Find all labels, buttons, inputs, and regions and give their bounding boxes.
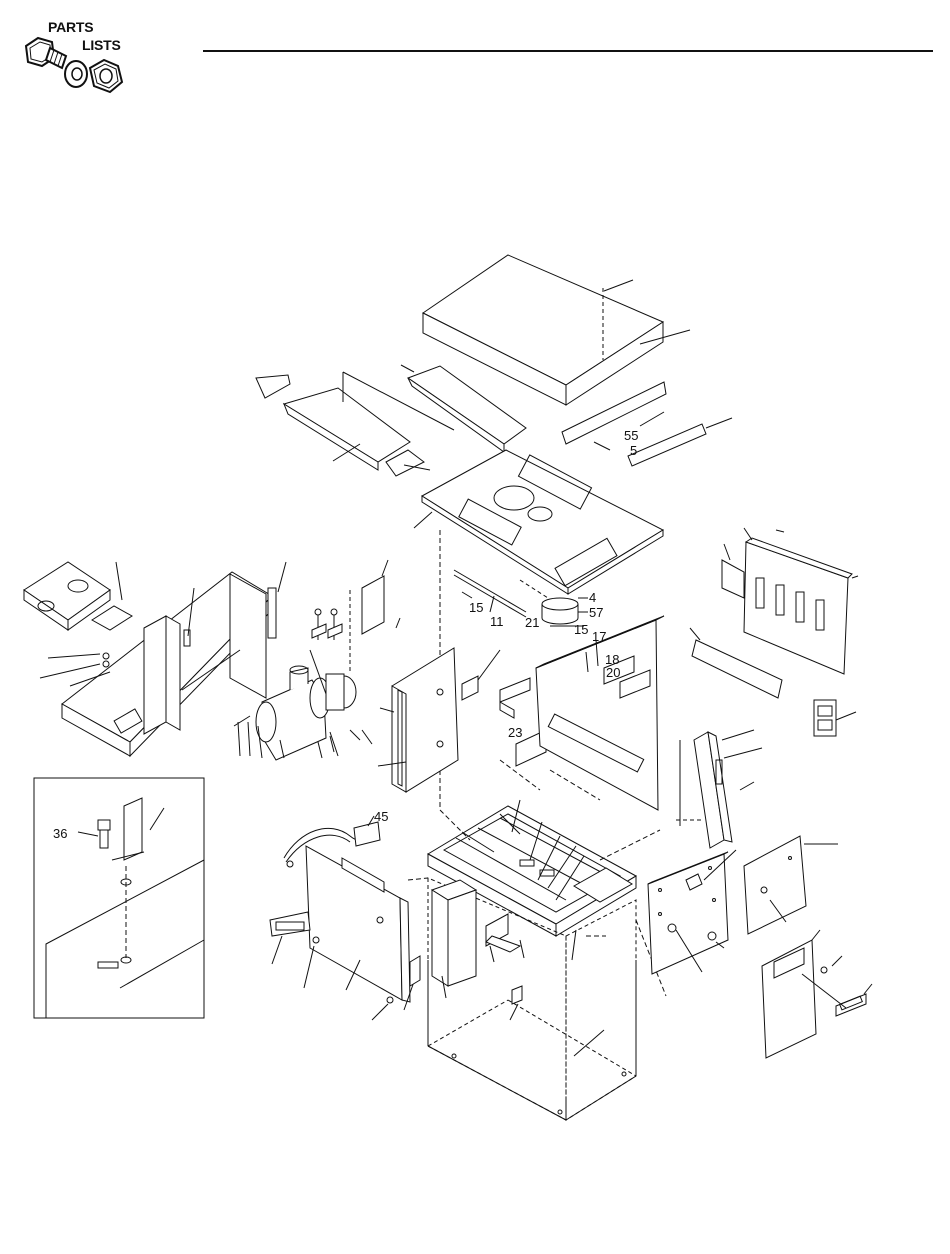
top-vent-panel: [414, 450, 663, 594]
callout-11: 11: [490, 614, 504, 629]
top-trim-pieces: [256, 365, 526, 476]
callout-23: 23: [508, 725, 522, 740]
lower-right-door: [762, 930, 872, 1058]
center-bracket: [362, 560, 400, 634]
front-door-panel: [270, 846, 416, 1020]
right-louver-panel: [722, 528, 858, 674]
callout-15-collar: 15: [574, 622, 588, 637]
control-box: [24, 562, 132, 630]
cabinet-bottom: [428, 960, 636, 1120]
left-side-channel: [378, 648, 458, 792]
mid-brackets: [462, 650, 546, 766]
callout-55: 55: [624, 428, 638, 443]
callout-20: 20: [606, 665, 620, 680]
detail-inset: [34, 778, 204, 1018]
right-access-panel: [648, 850, 736, 974]
callout-4: 4: [589, 590, 596, 605]
callout-36: 36: [53, 826, 67, 841]
callout-57: 57: [589, 605, 603, 620]
right-loose-panel: [744, 836, 838, 934]
callout-5: 5: [630, 443, 637, 458]
back-panel: [536, 616, 664, 810]
connector-box: [814, 700, 856, 736]
callout-15-rod: 15: [469, 600, 483, 615]
callout-21: 21: [525, 615, 539, 630]
frame-side-strip: [268, 562, 286, 638]
right-side-channel: [676, 730, 762, 848]
callout-45: 45: [374, 809, 388, 824]
motor-fittings: [312, 590, 350, 672]
wiring-harness: [284, 816, 380, 867]
callout-17: 17: [592, 629, 606, 644]
